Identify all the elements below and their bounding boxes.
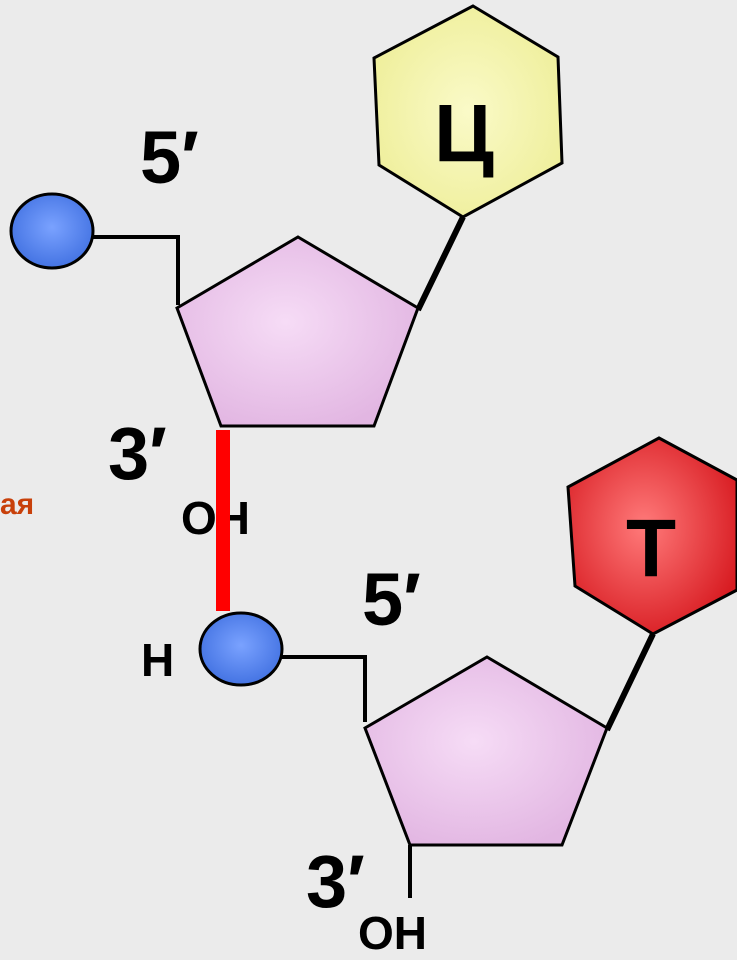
top-5-prime-label: 5′ — [140, 116, 199, 199]
bottom-phosphate-linker — [281, 655, 367, 722]
top-hydroxyl-label: OH — [181, 492, 250, 544]
top-base-linker — [415, 215, 466, 312]
bottom-phosphate-circle — [198, 611, 284, 687]
top-phosphate-linker — [92, 235, 180, 305]
cytosine-base-hexagon — [372, 4, 564, 219]
thymine-base-hexagon — [566, 436, 737, 636]
bottom-deoxyribose-pentagon — [363, 655, 609, 847]
bottom-hydroxyl-label: OH — [358, 907, 427, 959]
side-caption: ая — [0, 488, 34, 521]
top-3-prime-label: 3′ — [108, 412, 167, 495]
thymine-base-label: Т — [626, 503, 676, 594]
cytosine-base-label: Ц — [434, 88, 494, 179]
top-phosphate-circle — [9, 192, 95, 270]
bottom-base-linker — [604, 632, 656, 732]
top-deoxyribose-pentagon — [175, 235, 420, 428]
bottom-3-prime-label: 3′ — [306, 840, 365, 923]
bottom-hydrogen-label: H — [141, 634, 174, 686]
bottom-5-prime-label: 5′ — [362, 558, 421, 641]
